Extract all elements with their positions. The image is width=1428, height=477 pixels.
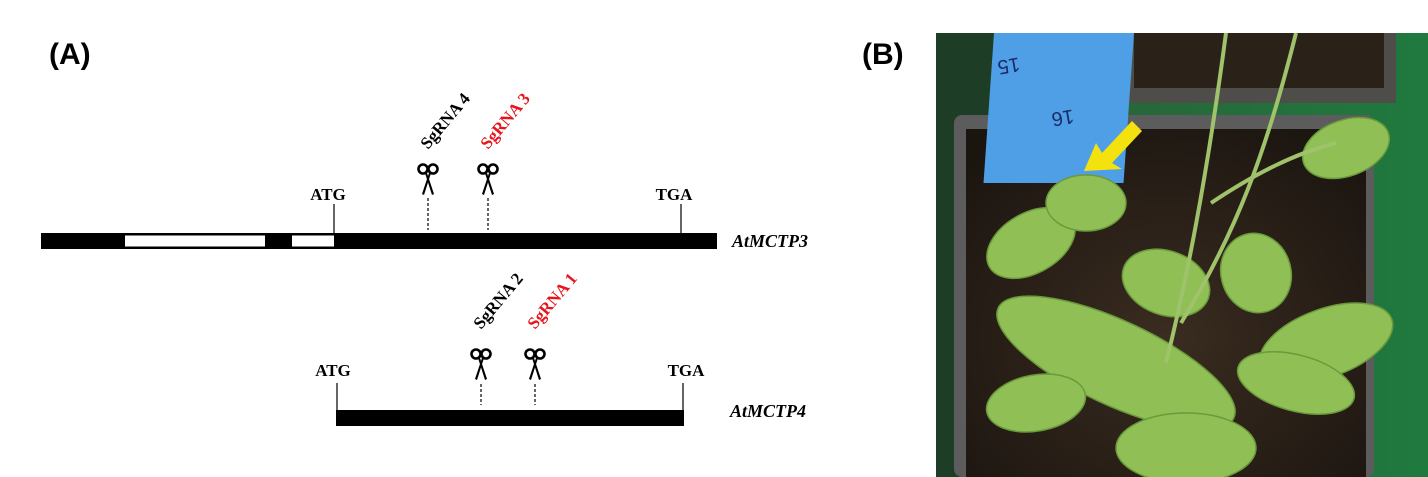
scissors-icon <box>477 163 499 197</box>
sgrna4-label: SgRNA 4 <box>417 89 475 153</box>
panel-b-label: (B) <box>862 38 904 71</box>
atmctp4-gene-name: AtMCTP4 <box>729 401 806 421</box>
scissors-icon <box>417 163 439 197</box>
atmctp4-atg-label: ATG <box>315 361 351 380</box>
atmctp3-intron-box <box>292 235 334 247</box>
atmctp3-tga-label: TGA <box>656 185 694 204</box>
atmctp3-atg-label: ATG <box>310 185 346 204</box>
atmctp4-tga-label: TGA <box>668 361 706 380</box>
tag-text-15: 15 <box>996 52 1022 78</box>
scissors-icon <box>524 348 546 382</box>
atmctp4-gene-bar <box>336 410 684 426</box>
scissors-icon <box>470 348 492 382</box>
plant-photo: 15 16 <box>936 33 1428 477</box>
panel-a-label: (A) <box>49 38 91 71</box>
sgrna2-label: SgRNA 2 <box>470 269 527 332</box>
atmctp3-gene-name: AtMCTP3 <box>731 231 808 251</box>
gene-diagram: ATG TGA AtMCTP3 SgRNA 4 SgRNA 3 ATG TGA … <box>41 89 808 426</box>
tag-text-16: 16 <box>1050 104 1076 130</box>
sgrna1-label: SgRNA 1 <box>524 269 581 332</box>
arrow-icon <box>1084 121 1142 171</box>
atmctp3-intron-box <box>125 235 265 247</box>
sgrna3-label: SgRNA 3 <box>477 89 534 152</box>
